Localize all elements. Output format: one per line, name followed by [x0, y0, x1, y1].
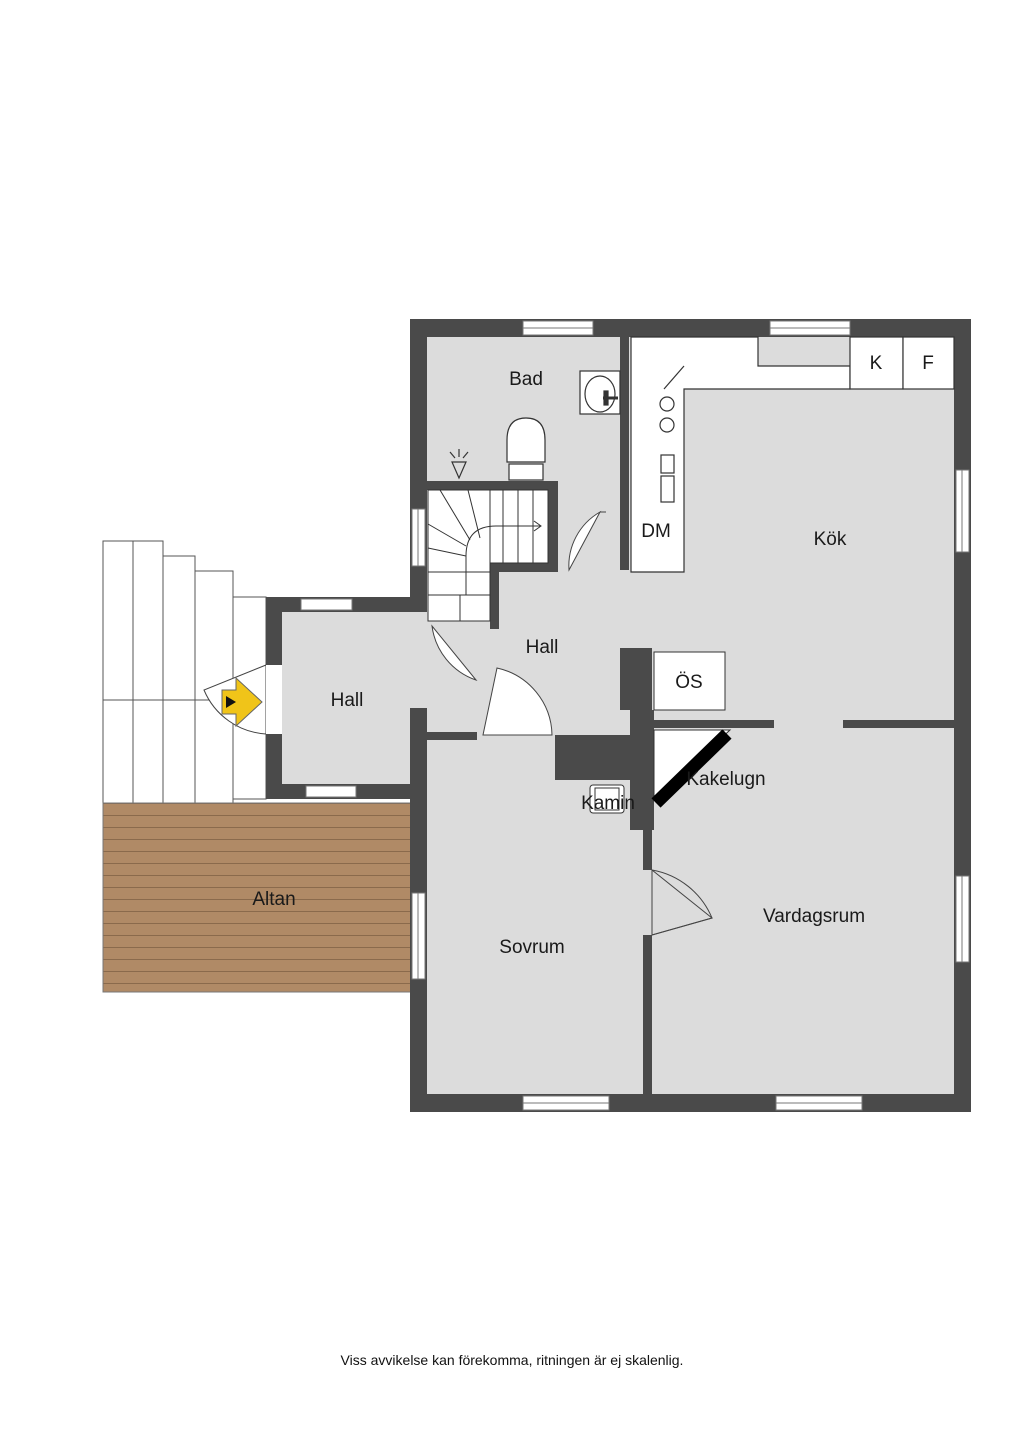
label-k: K [870, 353, 883, 374]
windows [300, 320, 970, 1111]
room-label-vardagsrum: Vardagsrum [763, 906, 865, 927]
label-os: ÖS [675, 672, 702, 693]
label-kamin: Kamin [581, 793, 635, 814]
interior-stairs [427, 489, 549, 622]
room-label-hall-entry: Hall [331, 690, 364, 711]
label-f: F [922, 353, 934, 374]
entry-opening [266, 665, 282, 734]
label-kakelugn: Kakelugn [686, 769, 765, 790]
room-label-sovrum: Sovrum [499, 937, 564, 958]
room-label-kok: Kök [814, 529, 847, 550]
bathroom-fixtures [449, 370, 621, 481]
stove-area [589, 651, 732, 814]
disclaimer-text: Viss avvikelse kan förekomma, ritningen … [340, 1352, 684, 1368]
kitchen-counter [630, 336, 955, 573]
room-label-bad: Bad [509, 369, 543, 390]
room-label-dm: DM [641, 521, 671, 542]
room-label-altan: Altan [252, 889, 295, 910]
altan-deck [102, 802, 412, 993]
entrance-pointer-icon [226, 696, 236, 708]
room-label-hall-center: Hall [526, 637, 559, 658]
entrance-arrow-icon [221, 676, 263, 728]
